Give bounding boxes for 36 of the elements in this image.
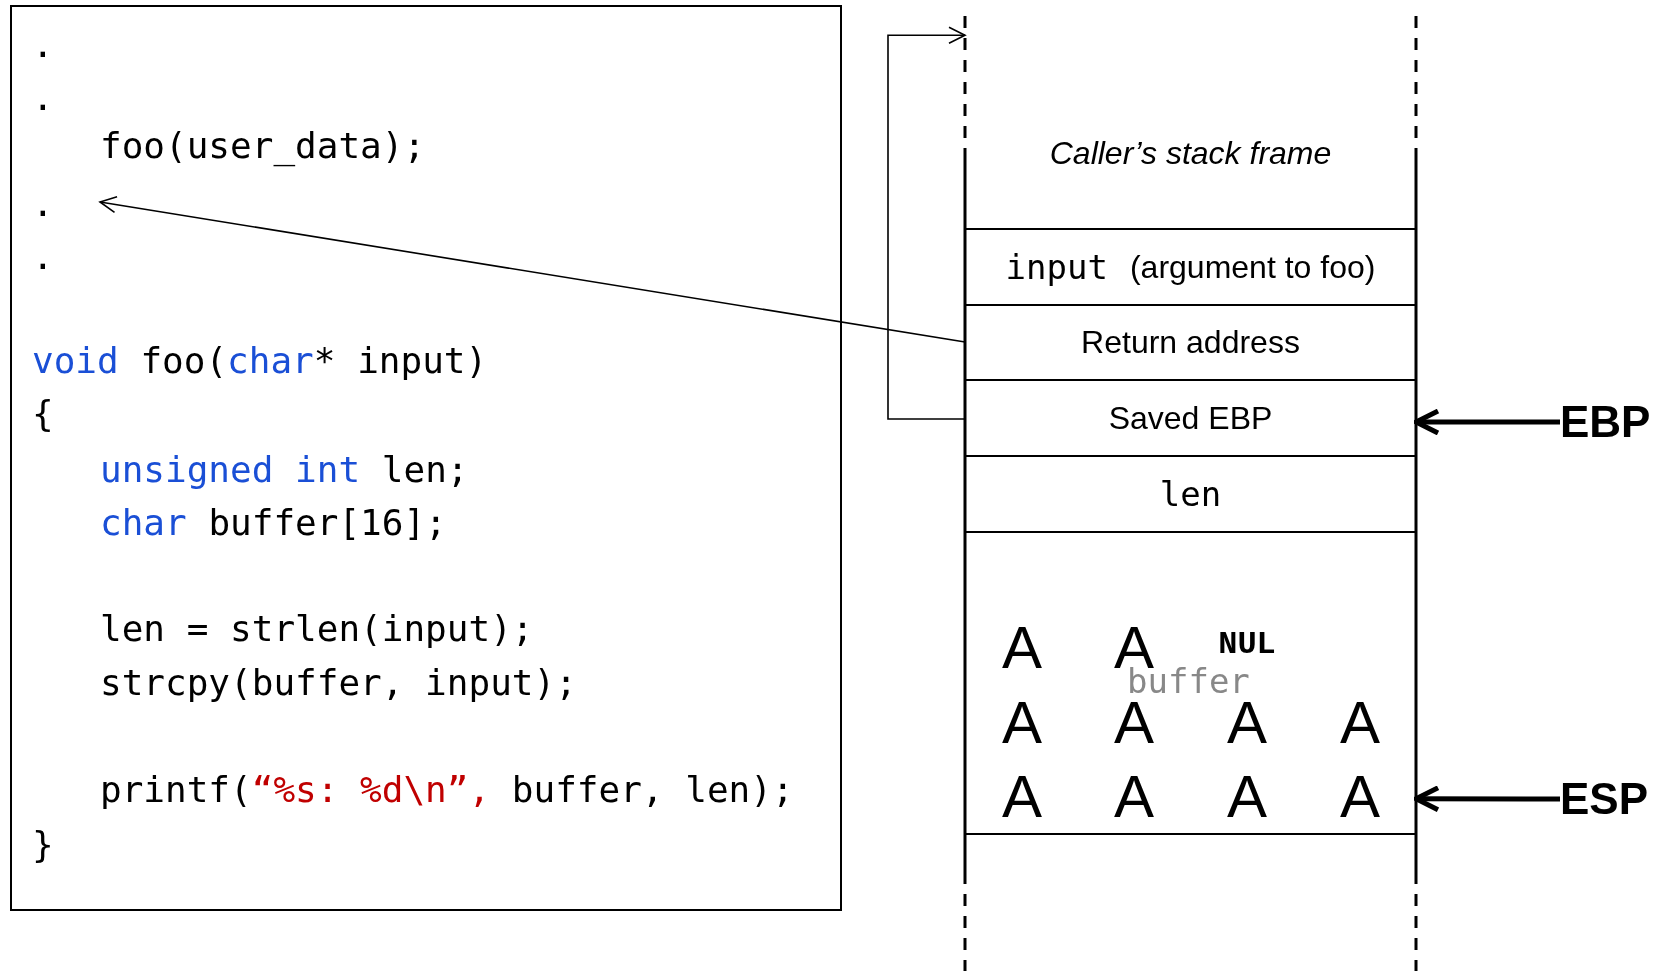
code-line: . [32, 23, 72, 67]
code-line: printf(“%s: %d\n”, buffer, len); [100, 768, 830, 812]
code-panel [10, 5, 842, 911]
code-line: strcpy(buffer, input); [100, 661, 600, 705]
code-line: { [32, 392, 72, 436]
byte-value: A [1340, 767, 1380, 827]
arrow [887, 26, 966, 420]
slot-label: Saved EBP [1108, 399, 1273, 437]
register-label: ESP [1560, 773, 1664, 825]
slot-label: Return address [1081, 324, 1300, 361]
byte-value: A [1114, 767, 1154, 827]
byte-value: A [1227, 693, 1267, 753]
byte-value: A [1002, 767, 1042, 827]
slot-label: (argument to foo) [1129, 248, 1376, 286]
byte-value: A [1002, 618, 1042, 678]
code-line: . [32, 76, 72, 120]
region-label: Caller’s stack frame [1049, 135, 1332, 172]
code-line: unsigned int len; [100, 448, 490, 492]
code-line: foo(user_data); [100, 124, 480, 168]
code-line: } [32, 823, 72, 867]
code-line: . [32, 235, 72, 279]
code-line: . [32, 182, 102, 226]
terminator-label: NUL [1218, 629, 1276, 661]
byte-value: A [1340, 693, 1380, 753]
register-label: EBP [1560, 396, 1664, 448]
arrow [99, 195, 966, 343]
variable-name: len [1159, 474, 1222, 514]
code-line: char buffer[16]; [100, 501, 470, 545]
variable-name: input [1005, 247, 1108, 287]
code-line: void foo(char* input) [32, 339, 512, 383]
byte-value: A [1227, 767, 1267, 827]
byte-value: A [1114, 693, 1154, 753]
byte-value: A [1002, 693, 1042, 753]
pointer-arrow [1413, 408, 1560, 436]
pointer-arrow [1413, 785, 1560, 813]
code-line: len = strlen(input); [100, 607, 570, 651]
